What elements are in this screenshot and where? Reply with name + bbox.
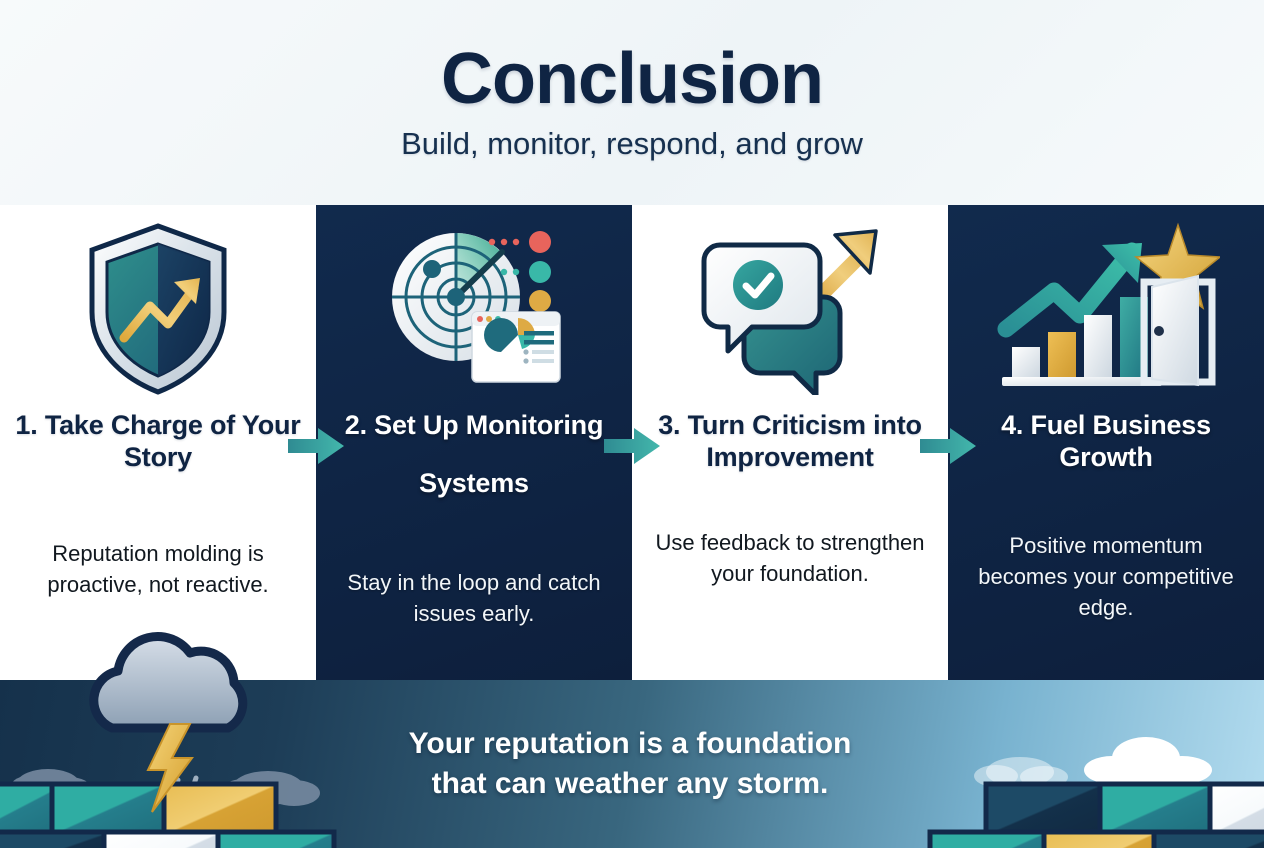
step-card-2[interactable]: 2. Set Up Monitoring Systems Stay in the… [316,205,632,680]
step-card-3[interactable]: 3. Turn Criticism into Improvement Use f… [632,205,948,680]
steps-strip: 1. Take Charge of Your Story Reputation … [0,205,1264,680]
step-title-2-extra: Systems [419,467,529,498]
storm-cloud-icon [0,620,400,848]
footer-quote-line-1: Your reputation is a foundation [408,727,852,760]
shield-growth-icon [0,219,316,399]
footer-quote: Your reputation is a foundation that can… [330,724,930,804]
step-body-3: Use feedback to strengthen your foundati… [655,530,925,587]
step-body-4: Positive momentum becomes your competiti… [978,533,1234,621]
feedback-bubbles-icon [632,219,948,399]
footer-banner: Your reputation is a foundation that can… [0,632,1264,848]
brick-wall-left [0,781,337,848]
step-title-2: 2. Set Up Monitoring Systems [330,410,618,500]
step-title-2-main: 2. Set Up Monitoring [344,410,604,440]
bar-chart-door-star-icon [948,219,1264,399]
radar-dashboard-icon [316,219,632,399]
step-body-1: Reputation molding is proactive, not rea… [47,541,269,598]
header-banner: Conclusion Build, monitor, respond, and … [0,0,1264,205]
step-card-4[interactable]: 4. Fuel Business Growth Positive momentu… [948,205,1264,680]
step-body-2: Stay in the loop and catch issues early. [347,570,601,627]
step-title-3: 3. Turn Criticism into Improvement [658,410,922,472]
step-card-1[interactable]: 1. Take Charge of Your Story Reputation … [0,205,316,680]
step-title-1: 1. Take Charge of Your Story [15,410,301,472]
step-title-4: 4. Fuel Business Growth [1001,410,1211,472]
brick-wall-right [927,781,1264,848]
page-title: Conclusion [441,39,824,120]
footer-artwork [0,680,1264,848]
page-subtitle: Build, monitor, respond, and grow [401,125,863,161]
footer-quote-line-2: that can weather any storm. [431,767,829,801]
clear-sky-clouds [974,737,1212,788]
